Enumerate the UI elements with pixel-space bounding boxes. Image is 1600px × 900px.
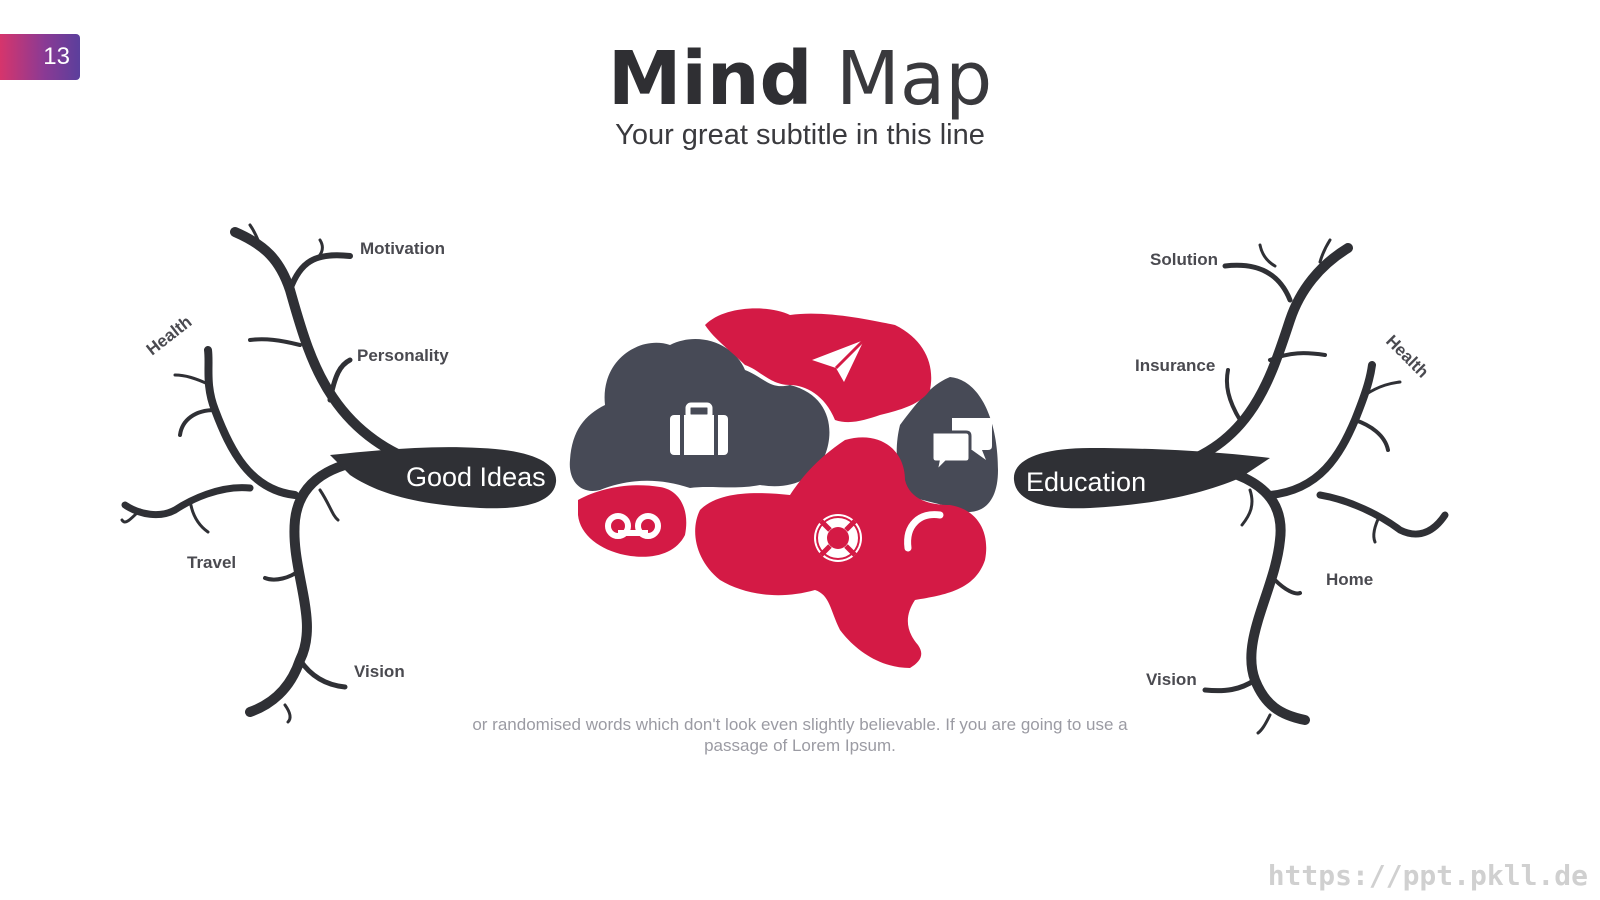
label-insurance: Insurance	[1135, 356, 1215, 375]
briefcase-icon	[670, 402, 728, 455]
label-health-right: Health	[1382, 331, 1432, 381]
brain	[569, 308, 998, 668]
page-subtitle: Your great subtitle in this line	[615, 119, 985, 151]
label-health-left: Health	[143, 312, 196, 359]
page-title: Mind Map	[0, 36, 1600, 122]
label-motivation: Motivation	[360, 239, 445, 258]
label-personality: Personality	[357, 346, 449, 365]
label-travel: Travel	[187, 553, 236, 572]
paper-plane-icon	[812, 338, 866, 382]
brain-lobe-red-small	[578, 485, 687, 557]
slide-number-badge: 13	[0, 34, 80, 80]
label-vision-right: Vision	[1146, 670, 1197, 689]
left-tree	[120, 223, 557, 724]
lifebuoy-icon	[814, 514, 862, 562]
good-ideas-label: Good Ideas	[406, 462, 546, 492]
title-light: Map	[836, 36, 993, 122]
label-vision-left: Vision	[354, 662, 405, 681]
right-tree	[1013, 238, 1449, 735]
education-label: Education	[1026, 467, 1146, 497]
chat-bubbles-icon	[930, 418, 992, 477]
watermark: https://ppt.pkll.de	[1267, 859, 1588, 892]
voicemail-icon	[605, 513, 661, 539]
body-text: or randomised words which don't look eve…	[472, 715, 1128, 755]
brain-lobe-red-top	[705, 308, 932, 423]
label-home: Home	[1326, 570, 1373, 589]
title-bold: Mind	[607, 36, 813, 122]
label-solution: Solution	[1150, 250, 1218, 269]
